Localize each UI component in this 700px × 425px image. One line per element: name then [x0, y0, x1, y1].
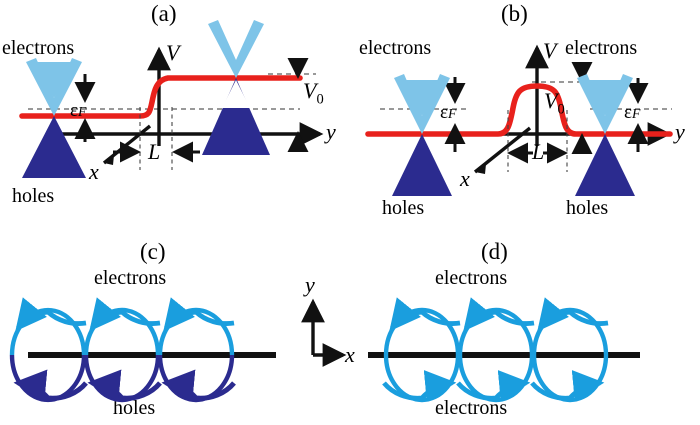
v0-symbol-a: V: [303, 78, 317, 103]
x-axis-label-a: x: [89, 159, 99, 184]
electron-arrow-c-1: [15, 297, 87, 332]
electron-arrow-upper-d-2: [463, 297, 535, 332]
y-axis-label-a: y: [326, 119, 336, 144]
x-axis-arrowhead-b: [475, 164, 486, 174]
x-axis-arrowhead-a: [104, 155, 114, 165]
electron-orbits-lower-d: [382, 354, 609, 403]
electron-orbits-upper-d: [383, 297, 609, 356]
panel-b-graphic: [365, 44, 673, 196]
electron-arc-upper-d-2: [457, 307, 535, 356]
electron-arc-upper-d-1: [383, 307, 461, 356]
v0-symbol-b: V: [544, 88, 558, 113]
cone-lower-fill-a-left: [22, 116, 86, 178]
potential-barrier-curve-b: [365, 83, 673, 137]
electrons-label-right-b: electrons: [565, 37, 638, 59]
electron-arrow-c-3: [163, 297, 235, 332]
holes-label-left-b: holes: [382, 197, 425, 219]
electrons-label-bottom-d: electrons: [435, 397, 508, 419]
panel-a-tag: (a): [151, 1, 177, 26]
holes-label-right-b: holes: [566, 197, 609, 219]
electron-arrow-upper-d-1: [389, 297, 461, 332]
fermi-symbol-right-b: ε: [624, 102, 632, 123]
panel-d-tag: (d): [481, 239, 508, 264]
electron-arc-c-1: [9, 307, 87, 356]
panel-c: (c) electrons holes: [0, 228, 350, 425]
dirac-cone-left-b: [392, 74, 452, 196]
panel-a: (a): [0, 0, 350, 228]
hole-arrow-c-1: [13, 369, 88, 402]
electron-arc-c-2: [83, 307, 161, 356]
cone-upper-fill-b-right: [586, 80, 624, 116]
cone-upper-fill-a-left: [34, 62, 74, 98]
dirac-cone-left-a: [22, 58, 86, 178]
length-label-b: L: [532, 139, 545, 164]
fermi-symbol-a: ε: [70, 100, 78, 121]
hole-arrow-c-3: [161, 369, 236, 402]
panel-c-tag: (c): [140, 239, 166, 264]
electron-arrow-c-2: [89, 297, 161, 332]
fermi-label-right-b: εF: [624, 103, 640, 122]
axis-cross-graphic: [301, 298, 347, 367]
panel-d-graphic: [368, 297, 640, 403]
electrons-label-c: electrons: [94, 267, 167, 289]
cone-lower-fill-a-right: [202, 78, 270, 155]
barrier-height-label-a: V0: [303, 80, 324, 107]
cone-hole-notch-a-right: [222, 80, 250, 108]
fermi-subscript-left-b: F: [447, 106, 457, 121]
electrons-label-a: electrons: [2, 37, 75, 59]
dirac-cone-right-a: [202, 20, 270, 155]
electrons-label-left-b: electrons: [359, 37, 432, 59]
y-axis-label-b: y: [675, 119, 685, 144]
cone-upper-fill-b-left: [403, 80, 441, 116]
cone-upper-outline-a-right: [208, 20, 264, 78]
panel-d: (d) electrons electrons: [350, 228, 700, 425]
length-label-a: L: [148, 139, 161, 164]
potential-step-curve-a: [19, 75, 303, 119]
panel-c-graphic: [9, 297, 276, 403]
fermi-symbol-left-b: ε: [440, 102, 448, 123]
electron-arc-c-3: [157, 307, 235, 356]
fermi-subscript-a: F: [77, 104, 87, 119]
panel-a-graphic: [19, 20, 324, 178]
panel-b: (b): [350, 0, 700, 228]
holes-label-a: holes: [12, 185, 55, 207]
axis-cross-cd: y x: [285, 228, 365, 425]
fermi-label-a: εF: [70, 101, 86, 120]
electron-orbits-upper-c: [9, 297, 235, 356]
panel-b-tag: (b): [501, 1, 528, 26]
electron-arrow-upper-d-3: [537, 297, 609, 332]
x-axis-label-b: x: [460, 166, 470, 191]
barrier-height-label-b: V0: [544, 90, 565, 117]
v-axis-label-a: V: [166, 40, 180, 65]
electrons-label-top-d: electrons: [435, 267, 508, 289]
holes-label-c: holes: [113, 397, 156, 419]
x-axis-label-cd: x: [345, 342, 355, 367]
hole-arrow-c-2: [87, 369, 162, 402]
dirac-cone-right-b: [575, 74, 635, 196]
electron-arrow-lower-d-2: [456, 369, 531, 402]
v0-subscript-a: 0: [316, 91, 324, 108]
electron-arc-upper-d-3: [531, 307, 609, 356]
cone-lower-fill-b-right: [575, 134, 635, 196]
electron-arrow-lower-d-3: [530, 369, 605, 402]
x-axis-line-a: [102, 124, 152, 165]
x-axis-line-b: [473, 126, 532, 174]
v-axis-label-b: V: [543, 38, 557, 63]
cone-lower-fill-b-left: [392, 134, 452, 196]
y-axis-label-cd: y: [305, 272, 315, 297]
hole-orbits-lower-c: [9, 354, 236, 403]
fermi-subscript-right-b: F: [631, 106, 641, 121]
v0-subscript-b: 0: [557, 101, 565, 118]
fermi-label-left-b: εF: [440, 103, 456, 122]
electron-arrow-lower-d-1: [382, 369, 457, 402]
